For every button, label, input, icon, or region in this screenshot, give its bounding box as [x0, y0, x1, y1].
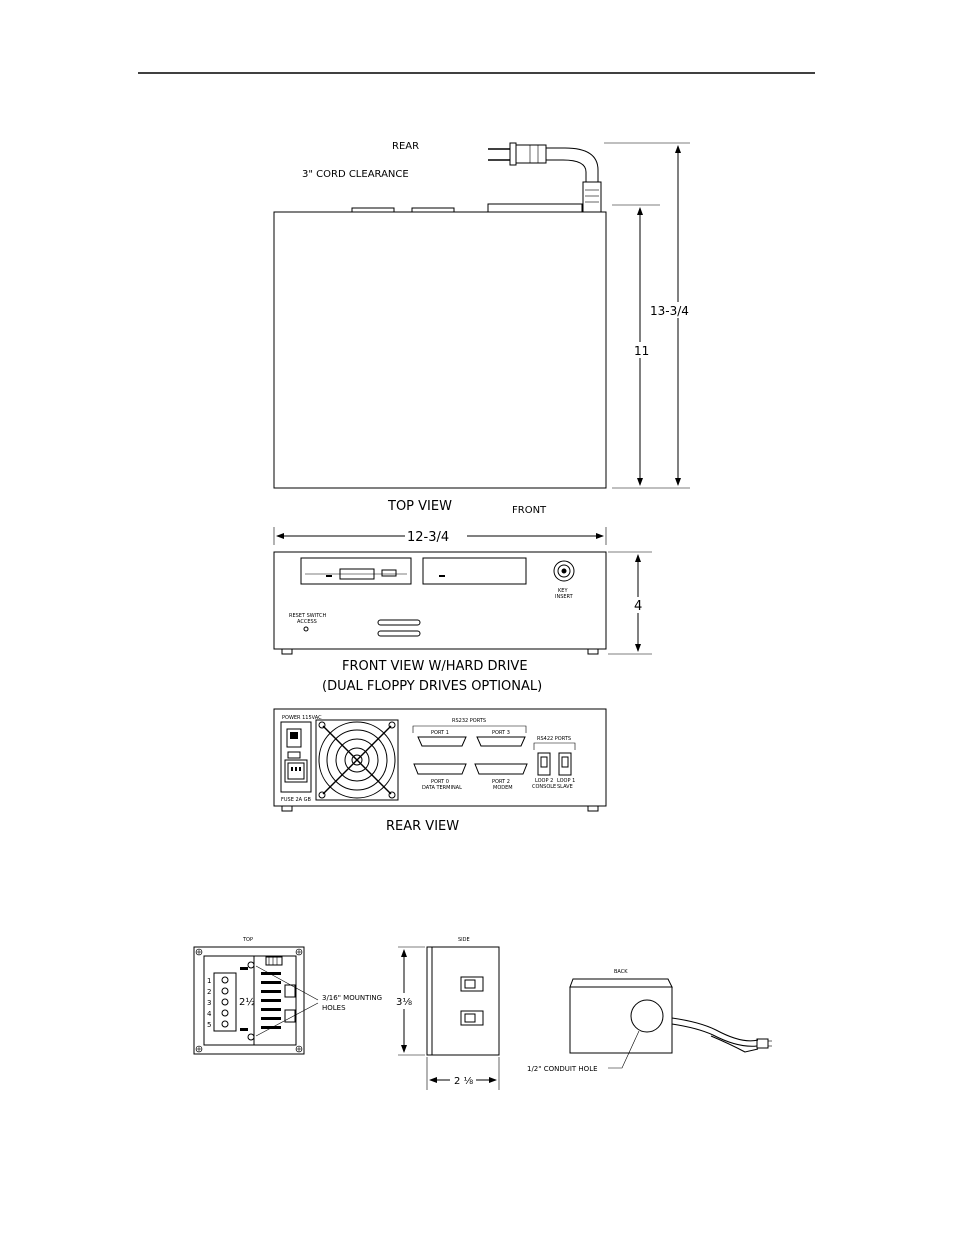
front-vent: [377, 630, 421, 637]
terminal-4: 4: [207, 1010, 212, 1018]
key-insert-label: INSERT: [555, 594, 574, 600]
front-label: FRONT: [512, 505, 547, 516]
conduit-leader: [608, 1030, 640, 1069]
reset-hole-icon: [303, 626, 309, 632]
rj-plug-icon: [756, 1038, 769, 1049]
db25-port2-icon: [474, 763, 528, 775]
conduit-hole-icon: [630, 999, 664, 1033]
rs232-label: RS232 PORTS: [452, 718, 486, 724]
mounting-holes-label-2: HOLES: [322, 1004, 346, 1012]
mounting-hole-icon: [247, 961, 255, 969]
db25-port3-icon: [476, 736, 526, 747]
port3-label: PORT 3: [492, 730, 510, 736]
rear-label: REAR: [392, 141, 419, 152]
rear-view-body: [273, 708, 607, 807]
terminal-block: [213, 972, 237, 1032]
port0-sub-label: DATA TERMINAL: [422, 785, 462, 791]
dim-width: 12-3/4: [407, 530, 449, 545]
floppy-drive: [300, 557, 412, 585]
dim-side-height: 3⅛: [396, 997, 412, 1008]
dim-body-height: 11: [634, 344, 649, 358]
terminal-5: 5: [207, 1021, 211, 1029]
front-vent: [377, 619, 421, 626]
key-switch-icon: [553, 560, 575, 582]
dim-side-width: 2 ⅛: [454, 1076, 474, 1087]
conduit-hole-label: 1/2" CONDUIT HOLE: [527, 1065, 598, 1073]
front-view-title: FRONT VIEW W/HARD DRIVE: [342, 659, 528, 674]
fan-icon: [315, 719, 399, 801]
terminal-1: 1: [207, 977, 211, 985]
power-switch-icon: [286, 728, 302, 748]
loop1-label: LOOP 1: [557, 778, 575, 784]
terminal-3: 3: [207, 999, 211, 1007]
loop2-label: LOOP 2: [535, 778, 553, 784]
power-module: [280, 721, 312, 793]
rj-jack-icon: [460, 976, 484, 992]
mounting-holes-label: 3/16" MOUNTING: [322, 994, 382, 1002]
iec-inlet-icon: [284, 759, 308, 783]
hard-drive: [422, 557, 527, 585]
jb-side-label: SIDE: [458, 937, 470, 943]
port2-label: PORT 2: [492, 779, 510, 785]
rear-view-title: REAR VIEW: [386, 819, 459, 834]
rear-view: POWER 115VAC FUSE 2A GB RS232 PORTS: [273, 708, 607, 834]
rs422-label: RS422 PORTS: [537, 736, 571, 742]
front-view-body: [273, 551, 607, 650]
front-view: KEY INSERT RESET SWITCH ACCESS 4 FRONT V…: [273, 551, 652, 694]
cord-clearance-label: 3" CORD CLEARANCE: [302, 169, 409, 180]
rj-loop1-icon: [558, 752, 572, 776]
jb-inner-dim: 2½: [239, 996, 255, 1008]
loop1-sub-label: SLAVE: [557, 784, 573, 790]
rj-jack-icon: [460, 1010, 484, 1026]
rear-connector: [487, 203, 583, 213]
jb-back-label: BACK: [614, 969, 628, 975]
terminal-2: 2: [207, 988, 211, 996]
top-view: REAR 3" CORD CLEARANCE 1: [273, 141, 704, 545]
front-view-subtitle: (DUAL FLOPPY DRIVES OPTIONAL): [322, 679, 542, 694]
junction-box-side: SIDE 3⅛ 2 ⅛: [394, 937, 500, 1090]
db25-port0-icon: [413, 763, 467, 775]
top-view-body: [273, 211, 607, 489]
port0-label: PORT 0: [431, 779, 449, 785]
rj-loop2-icon: [537, 752, 551, 776]
jb-top-label: TOP: [242, 937, 253, 943]
loop2-sub-label: CONSOLE: [532, 784, 556, 790]
mounting-hole-icon: [247, 1033, 255, 1041]
dim-front-height: 4: [634, 599, 642, 614]
power-plug-icon: [488, 142, 602, 213]
reset-switch-label: RESET SWITCH: [289, 613, 326, 619]
dim-total-height: 13-3/4: [650, 304, 689, 318]
rear-connector: [351, 207, 395, 213]
fuse-label: FUSE 2A GB: [281, 797, 312, 803]
junction-box-top: TOP 1 2 3 4 5 2½: [193, 937, 382, 1055]
rear-connector: [411, 207, 455, 213]
port1-label: PORT 1: [431, 730, 449, 736]
top-view-title: TOP VIEW: [387, 499, 452, 514]
port2-sub-label: MODEM: [493, 785, 513, 791]
key-label: KEY: [558, 588, 568, 594]
reset-access-label: ACCESS: [297, 619, 317, 625]
jb-components: [240, 967, 296, 1031]
db25-port1-icon: [417, 736, 467, 747]
power-label: POWER 115VAC: [282, 715, 322, 721]
junction-box-back: BACK 1/2" CONDUIT HOLE: [527, 969, 772, 1073]
